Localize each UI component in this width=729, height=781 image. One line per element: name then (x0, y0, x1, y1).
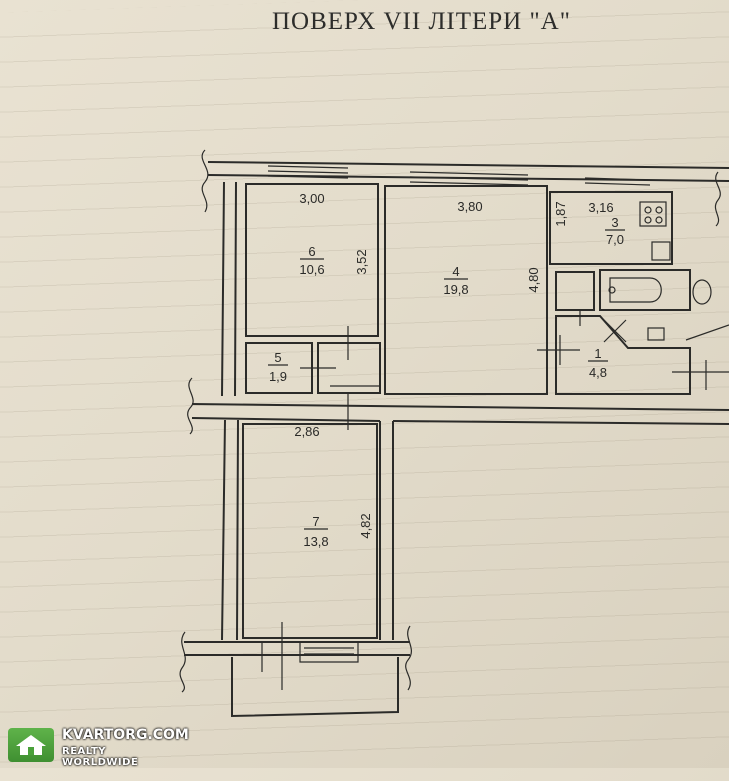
room-7-area: 13,8 (303, 534, 328, 549)
watermark: KVARTORG.COM REALTY WORLDWIDE (6, 726, 189, 768)
room-3-outline (549, 191, 673, 265)
stove-icon (655, 206, 663, 214)
window-room6 (267, 165, 349, 179)
corridor-wall (392, 420, 729, 425)
dim-room3-depth: 1,87 (553, 201, 568, 226)
room-3-number: 3 (611, 215, 618, 230)
dim-room4-width: 3,80 (457, 199, 482, 214)
room-5-number: 5 (274, 350, 281, 365)
room-1-area: 4,8 (589, 365, 607, 380)
stove-icon (644, 206, 652, 214)
door-marks (672, 324, 729, 390)
sink-icon (647, 327, 665, 341)
exterior-wall-left-lower (221, 419, 239, 641)
stove-icon (644, 216, 652, 224)
dim-room3-width: 3,16 (588, 200, 613, 215)
room-4-area: 19,8 (443, 282, 468, 297)
break-mark (179, 631, 186, 693)
break-mark (187, 377, 194, 435)
room-7-outline (242, 423, 378, 639)
break-mark (201, 149, 209, 213)
toilet-icon (692, 279, 712, 305)
break-mark (405, 625, 413, 691)
dim-room4-depth: 4,80 (526, 267, 541, 292)
room-4-number: 4 (452, 264, 459, 279)
watermark-tagline: REALTY WORLDWIDE (62, 746, 139, 768)
page-title: ПОВЕРХ VII ЛІТЕРИ "А" (272, 8, 571, 35)
exterior-wall-bottom (184, 641, 410, 656)
tap-icon (608, 286, 616, 294)
door-marks (300, 326, 380, 430)
door-marks (537, 335, 580, 365)
room-5-area: 1,9 (269, 369, 287, 384)
room-7-number: 7 (312, 514, 319, 529)
room-3-area: 7,0 (606, 232, 624, 247)
exterior-wall-left (221, 181, 237, 397)
room-6-outline (245, 183, 379, 337)
wall-room7-right (379, 421, 394, 640)
interior-wall (191, 403, 729, 422)
bathtub-icon (609, 277, 662, 303)
room-1-number: 1 (594, 346, 601, 361)
wc-outline (555, 271, 595, 311)
dim-room6-depth: 3,52 (354, 249, 369, 274)
window-room4 (409, 171, 529, 186)
room-4-outline (384, 185, 548, 395)
room-6-number: 6 (308, 244, 315, 259)
door-marks (579, 310, 627, 343)
room-1-outline (555, 315, 691, 395)
watermark-name: KVARTORG.COM (62, 727, 189, 743)
dim-room6-width: 3,00 (299, 191, 324, 206)
window-room3 (584, 177, 651, 186)
balcony (231, 657, 399, 718)
dim-room7-width: 2,86 (294, 424, 319, 439)
bathroom-outline (599, 269, 691, 311)
stove-icon (655, 216, 663, 224)
dim-room7-depth: 4,82 (358, 513, 373, 538)
window-room7 (261, 622, 359, 690)
room-6-area: 10,6 (299, 262, 324, 277)
stove-icon (639, 201, 667, 227)
sink-icon (651, 241, 671, 261)
house-icon (8, 728, 54, 762)
